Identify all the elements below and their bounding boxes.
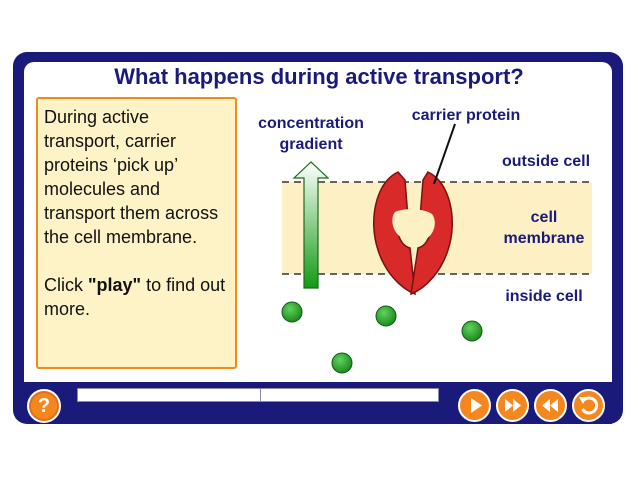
diagram-graphics (281, 123, 592, 374)
info-paragraph: During active transport, carrier protein… (44, 107, 219, 247)
fast-forward-button[interactable] (496, 389, 529, 422)
carrier-protein (373, 171, 453, 296)
outside-cell-label: outside cell (501, 153, 591, 170)
carrier-pointer (433, 123, 456, 185)
carrier-protein-label: carrier protein (411, 107, 521, 124)
progress-track[interactable] (77, 388, 439, 402)
molecule (461, 320, 483, 342)
replay-button[interactable] (572, 389, 605, 422)
fast-forward-icon (505, 399, 521, 412)
molecule (375, 305, 397, 327)
molecule (331, 352, 353, 374)
play-icon (471, 398, 482, 413)
concentration-gradient-label: concentration gradient (258, 115, 364, 153)
play-button[interactable] (458, 389, 491, 422)
page-title: What happens during active transport? (114, 64, 524, 89)
concentration-gradient-arrow (292, 161, 330, 289)
progress-marker (260, 389, 261, 401)
rewind-icon (542, 399, 558, 412)
rewind-button[interactable] (534, 389, 567, 422)
replay-icon (579, 396, 599, 415)
molecule (281, 301, 303, 323)
inside-cell-label: inside cell (505, 288, 583, 305)
play-instruction: Click "play" to find out more. (44, 275, 226, 319)
help-button[interactable]: ? (27, 389, 61, 423)
cell-membrane-label: cell membrane (503, 209, 585, 247)
info-box: During active transport, carrier protein… (36, 97, 237, 369)
active-transport-diagram: concentration gradient carrier protein o… (240, 100, 610, 380)
play-keyword: "play" (88, 275, 142, 295)
